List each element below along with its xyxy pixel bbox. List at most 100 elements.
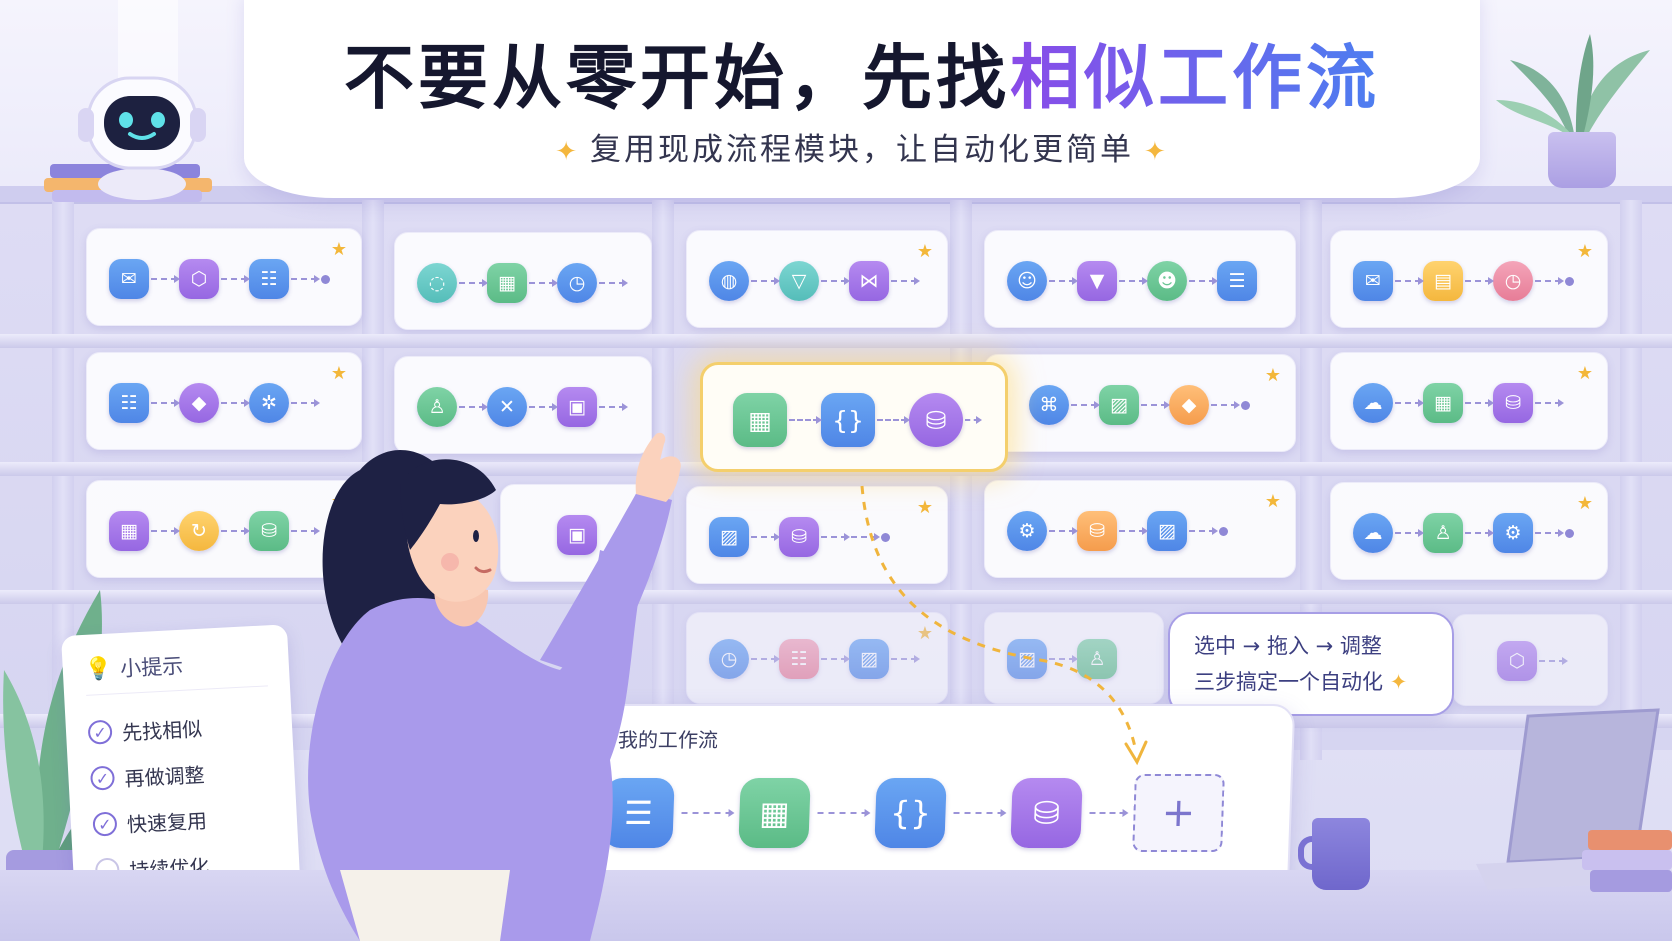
mail-icon: ✉ (1353, 261, 1393, 301)
person-illustration (308, 432, 681, 941)
chart-icon: ▨ (1099, 385, 1139, 425)
workflow-card[interactable]: ⬡ (1452, 614, 1608, 706)
clock-icon: ◷ (1493, 261, 1533, 301)
image-icon: ▨ (1147, 511, 1187, 551)
workflow-card[interactable]: ◌ ▦ ◷ (394, 232, 652, 330)
database-icon: ⛁ (1493, 383, 1533, 423)
page-title: 不要从零开始，先找相似工作流 (244, 38, 1480, 118)
network-icon: ⌘ (1029, 385, 1069, 425)
workflow-card[interactable]: ☺ ▼ ☻ ☰ (984, 230, 1296, 328)
chat-icon: ☺ (1007, 261, 1047, 301)
clock-icon: ◷ (709, 639, 749, 679)
star-icon: ★ (1264, 365, 1281, 386)
workflow-card[interactable]: ♙ ✕ ▣ (394, 356, 652, 454)
diamond-icon: ◆ (179, 383, 219, 423)
database-icon[interactable]: ⛁ (1010, 778, 1083, 848)
workflow-card[interactable]: ★ ▦ ↻ ⛁ (86, 480, 362, 578)
books-icon (1582, 830, 1672, 892)
calendar-icon: ▦ (109, 511, 149, 551)
smile-icon: ☻ (1147, 261, 1187, 301)
mug-handle (1298, 836, 1320, 870)
mail-icon: ✉ (109, 259, 149, 299)
shelf-plank (0, 334, 1672, 348)
gear-icon: ✲ (249, 383, 289, 423)
title-part-1: 不要从零开始，先找 (344, 37, 1010, 119)
workflow-card[interactable]: ★ ⌘ ▨ ◆ (984, 354, 1296, 452)
workflow-card[interactable]: ★ ▨ ⛁ (686, 486, 948, 584)
tip-label: 先找相似 (121, 716, 203, 745)
star-icon: ★ (916, 497, 933, 518)
check-circle-icon: ✓ (89, 765, 116, 791)
refresh-icon: ↻ (179, 511, 219, 551)
bot-icon: ▣ (557, 515, 597, 555)
sparkle-icon: ✦ (555, 137, 580, 167)
filter-icon: ▼ (1077, 261, 1117, 301)
gear-icon: ⚙ (1007, 511, 1047, 551)
user-icon: ♙ (417, 387, 457, 427)
shelf-plank (0, 590, 1672, 604)
tip-label: 快速复用 (126, 808, 208, 837)
workflow-card[interactable]: ★ ◷ ☷ ▨ (686, 612, 948, 704)
code-braces-icon: {} (821, 393, 875, 447)
workflow-card[interactable]: ★ ⚙ ⛁ ▨ (984, 480, 1296, 578)
image-icon: ▨ (849, 639, 889, 679)
star-icon: ★ (1576, 241, 1593, 262)
table-icon: ▦ (1423, 383, 1463, 423)
code-braces-icon[interactable]: {} (874, 778, 947, 848)
star-icon: ★ (330, 363, 347, 384)
add-node-slot[interactable]: + (1132, 774, 1225, 852)
gear-icon: ⚙ (1493, 513, 1533, 553)
tip-label: 再做调整 (123, 762, 206, 791)
workflow-card[interactable]: ★ ☷ ◆ ✲ (86, 352, 362, 450)
close-icon: ✕ (487, 387, 527, 427)
instruction-bubble: 选中 → 拖入 → 调整 三步搞定一个自动化 ✦ (1168, 612, 1454, 716)
database-icon: ⛁ (1077, 511, 1117, 551)
form-icon: ☷ (249, 259, 289, 299)
check-circle-icon: ✓ (92, 811, 118, 837)
loading-icon: ◌ (417, 263, 457, 303)
star-icon: ★ (330, 239, 347, 260)
list-icon: ☰ (1217, 261, 1257, 301)
database-icon: ⛁ (909, 393, 963, 447)
tips-title: 💡小提示 (84, 645, 268, 696)
form-icon: ☷ (109, 383, 149, 423)
workflow-card[interactable]: ★ ✉ ▤ ◷ (1330, 230, 1608, 328)
chat-icon: ☁ (1353, 383, 1393, 423)
bot-icon: ▣ (557, 387, 597, 427)
diamond-icon: ◆ (1169, 385, 1209, 425)
desk (0, 870, 1672, 941)
table-icon: ▦ (733, 393, 787, 447)
title-banner: 不要从零开始，先找相似工作流 ✦复用现成流程模块，让自动化更简单✦ (244, 0, 1480, 198)
star-icon: ★ (1576, 493, 1593, 514)
user-icon: ♙ (1077, 639, 1117, 679)
bubble-line-1: 选中 → 拖入 → 调整 (1194, 634, 1382, 658)
shelf-post (1620, 200, 1642, 760)
table-icon[interactable]: ▦ (738, 778, 811, 848)
workflow-card[interactable]: ★ ☁ ♙ ⚙ (1330, 482, 1608, 580)
workflow-card[interactable]: ★ ✉ ⬡ ☷ (86, 228, 362, 326)
merge-icon: ⋈ (849, 261, 889, 301)
sparkle-icon: ✦ (1389, 670, 1408, 694)
workflow-card[interactable]: ▨ ♙ (984, 612, 1164, 704)
coffee-mug-icon (1312, 818, 1370, 890)
subtitle: ✦复用现成流程模块，让自动化更简单✦ (244, 124, 1480, 169)
chart-icon: ▤ (1423, 261, 1463, 301)
selected-workflow-card[interactable]: ▦ {} ⛁ (700, 362, 1008, 472)
database-icon: ⛁ (779, 517, 819, 557)
database-icon: ⛁ (249, 511, 289, 551)
filter-icon: ▽ (779, 261, 819, 301)
subtitle-text: 复用现成流程模块，让自动化更简单 (590, 132, 1134, 168)
user-icon: ♙ (1423, 513, 1463, 553)
globe-icon: ◍ (709, 261, 749, 301)
plant-icon (1496, 34, 1650, 140)
robot-icon (78, 76, 206, 200)
star-icon: ★ (1264, 491, 1281, 512)
box-icon: ⬡ (179, 259, 219, 299)
tips-card: 💡小提示 ✓先找相似 ✓再做调整 ✓快速复用 ✓持续优化 (61, 624, 301, 908)
shelf-post (950, 200, 972, 760)
workflow-card[interactable]: ★ ☁ ▦ ⛁ (1330, 352, 1608, 450)
star-icon: ★ (1576, 363, 1593, 384)
workflow-card[interactable]: ★ ◍ ▽ ⋈ (686, 230, 948, 328)
star-icon: ★ (916, 623, 933, 644)
table-icon: ▦ (487, 263, 527, 303)
